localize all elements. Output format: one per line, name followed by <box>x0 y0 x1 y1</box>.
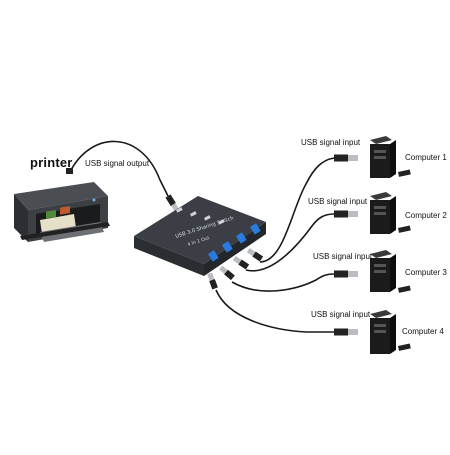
computer-label-3: Computer 3 <box>405 268 447 277</box>
printer-cable <box>69 140 169 197</box>
computer-label-2: Computer 2 <box>405 211 447 220</box>
usb-input-label-4: USB signal input <box>311 310 371 319</box>
computer-label-4: Computer 4 <box>402 327 444 336</box>
computer-tower-1 <box>370 136 411 178</box>
switch-side-plugs <box>207 248 264 290</box>
cable-computer-2 <box>245 213 335 272</box>
usb-output-label: USB signal output <box>85 159 150 168</box>
computer-side-plugs <box>334 154 358 336</box>
computer-label-1: Computer 1 <box>405 153 447 162</box>
cable-computer-1 <box>259 157 335 263</box>
cable-computer-3 <box>231 273 335 292</box>
printer-illustration <box>14 182 110 242</box>
printer-cable-plug <box>66 168 73 174</box>
printer-label: printer <box>30 155 73 170</box>
usb-switch-device <box>134 196 266 276</box>
computer-cables <box>215 157 335 333</box>
computer-tower-4 <box>370 310 411 354</box>
cable-computer-4 <box>215 289 334 333</box>
usb-input-label-1: USB signal input <box>301 138 361 147</box>
usb-input-label-3: USB signal input <box>313 252 373 261</box>
computer-tower-3 <box>370 250 411 293</box>
usb-input-label-2: USB signal input <box>308 197 368 206</box>
computer-tower-2 <box>370 192 411 234</box>
